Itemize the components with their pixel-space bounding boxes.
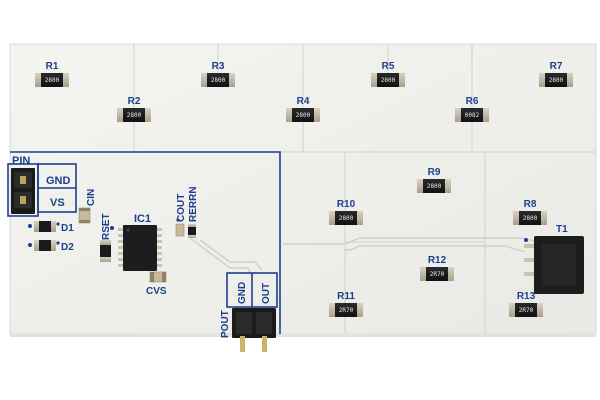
resistor-code: 2800 bbox=[211, 77, 226, 84]
resistor-code: 2800 bbox=[381, 77, 396, 84]
resistor-r5: 2800 R5 bbox=[371, 61, 405, 87]
resistor-code: 2800 bbox=[296, 112, 311, 119]
resistor-r8: 2800 R8 bbox=[513, 199, 547, 225]
label-gnd-in: GND bbox=[46, 175, 71, 187]
resistor-code: 2R70 bbox=[339, 307, 354, 314]
label-pin: PIN bbox=[12, 155, 30, 167]
label-d1: D1 bbox=[61, 223, 74, 234]
input-block-outline bbox=[7, 151, 281, 334]
label-out: OUT bbox=[261, 283, 272, 304]
resistor-rset bbox=[100, 240, 111, 262]
resistor-label: R9 bbox=[428, 167, 441, 178]
resistor-r13: 2R70 R13 bbox=[509, 291, 543, 317]
transistor-t1 bbox=[524, 236, 584, 294]
resistor-r11: 2R70 R11 bbox=[329, 291, 363, 317]
resistor-label: R3 bbox=[212, 61, 225, 72]
capacitor-cvs bbox=[149, 271, 167, 283]
resistor-r7: 2800 R7 bbox=[539, 61, 573, 87]
label-cout: COUT bbox=[176, 194, 187, 222]
label-t1: T1 bbox=[556, 224, 568, 235]
diode-d1 bbox=[28, 221, 60, 232]
resistor-label: R8 bbox=[524, 199, 537, 210]
resistor-code: 2800 bbox=[549, 77, 564, 84]
label-rset: RSET bbox=[101, 213, 112, 240]
resistor-r9: 2800 R9 bbox=[417, 167, 451, 193]
label-cin: CIN bbox=[86, 189, 97, 206]
pout-header bbox=[232, 308, 276, 352]
resistor-code: 2R70 bbox=[430, 271, 445, 278]
resistor-r1: 2800 R1 bbox=[35, 61, 69, 87]
resistor-code: 2800 bbox=[339, 215, 354, 222]
resistor-r2: 2800 R2 bbox=[117, 96, 151, 122]
ic1-chip bbox=[110, 225, 162, 271]
resistor-label: R6 bbox=[466, 96, 479, 107]
resistor-label: R4 bbox=[297, 96, 310, 107]
resistor-code: 2800 bbox=[127, 112, 142, 119]
resistor-r12: 2R70 R12 bbox=[420, 255, 454, 281]
capacitor-cin bbox=[78, 207, 91, 224]
pin-header bbox=[11, 168, 35, 214]
resistor-label: R12 bbox=[428, 255, 447, 266]
label-pout: POUT bbox=[220, 310, 231, 338]
resistor-label: R13 bbox=[517, 291, 536, 302]
resistor-label: R2 bbox=[128, 96, 141, 107]
resistor-code: 2800 bbox=[427, 183, 442, 190]
silkscreen-labels: PIN GND VS CIN D1 D2 RSET IC1 COUT RERRN… bbox=[12, 155, 568, 338]
resistor-r10: 2800 R10 bbox=[329, 199, 363, 225]
resistor-code: 0082 bbox=[465, 112, 480, 119]
diode-d2 bbox=[28, 240, 60, 251]
label-vs: VS bbox=[50, 197, 65, 209]
label-cvs: CVS bbox=[146, 286, 167, 297]
resistor-label: R5 bbox=[382, 61, 395, 72]
capacitor-cout bbox=[175, 223, 185, 237]
resistor-r3: 2800 R3 bbox=[201, 61, 235, 87]
resistor-code: 2R70 bbox=[519, 307, 534, 314]
resistor-label: R1 bbox=[46, 61, 59, 72]
label-gnd-out: GND bbox=[237, 282, 248, 304]
resistor-array: 2800R12800R22800R32800R42800R50082R62800… bbox=[35, 61, 573, 317]
label-d2: D2 bbox=[61, 242, 74, 253]
resistor-label: R7 bbox=[550, 61, 563, 72]
resistor-code: 2800 bbox=[45, 77, 60, 84]
resistor-label: R10 bbox=[337, 199, 356, 210]
resistor-rerrn bbox=[176, 218, 196, 238]
resistor-label: R11 bbox=[337, 291, 355, 302]
resistor-r6: 0082 R6 bbox=[455, 96, 489, 122]
label-ic1: IC1 bbox=[134, 213, 151, 225]
label-rerrn: RERRN bbox=[188, 186, 199, 222]
resistor-r4: 2800 R4 bbox=[286, 96, 320, 122]
resistor-code: 2800 bbox=[523, 215, 538, 222]
